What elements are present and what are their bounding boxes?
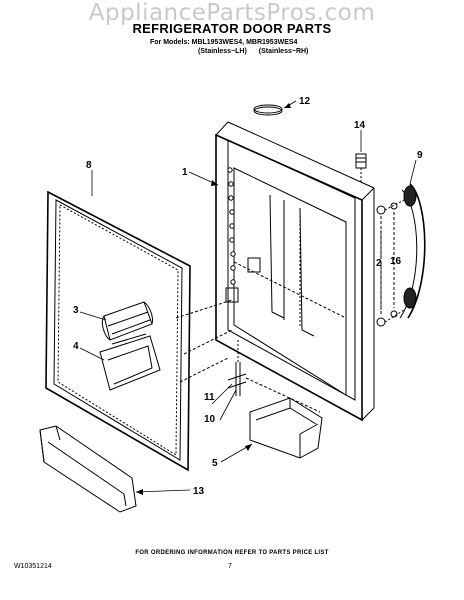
- door-bin: [249, 397, 323, 459]
- page-number: 7: [228, 563, 232, 570]
- gallon-door-bin: [39, 425, 137, 513]
- callout-10: 10: [204, 414, 216, 425]
- callout-4: 4: [73, 341, 79, 352]
- variant-labels: (Stainless~LH) (Stainless~RH): [150, 47, 350, 56]
- models-line: For Models: MBL1953WES4, MBR1953WES4: [150, 39, 298, 46]
- callout-3: 3: [73, 305, 79, 316]
- door-cap: [253, 104, 283, 116]
- callout-12: 12: [299, 96, 311, 107]
- callout-16: 16: [390, 256, 402, 267]
- ordering-note: FOR ORDERING INFORMATION REFER TO PARTS …: [135, 550, 329, 556]
- callout-1: 1: [182, 167, 188, 178]
- callout-8: 8: [86, 160, 92, 171]
- variant-rh: (Stainless~RH): [258, 48, 309, 55]
- callout-13: 13: [193, 486, 205, 497]
- document-id: W10351214: [14, 563, 52, 570]
- callout-2: 2: [376, 258, 382, 269]
- leader-arrowheads: [136, 103, 291, 495]
- screw-row: [227, 167, 236, 285]
- callout-14: 14: [354, 120, 366, 131]
- door-handle: [399, 183, 426, 319]
- watermark: AppliancePartsPros.com: [88, 0, 376, 26]
- model-info: For Models: MBL1953WES4, MBR1953WES4 (St…: [150, 38, 350, 56]
- door-liner: [175, 121, 375, 422]
- callout-9: 9: [417, 150, 423, 161]
- callout-labels: 12 14 9 1 8 16 2 3 4 11 10 5 13: [73, 96, 423, 497]
- variant-lh: (Stainless~LH): [198, 48, 247, 55]
- hinge-pin: [355, 153, 367, 182]
- dairy-door: [101, 301, 153, 341]
- callout-5: 5: [212, 458, 218, 469]
- door-gasket: [45, 190, 191, 472]
- callout-11: 11: [204, 392, 215, 403]
- page-title: REFRIGERATOR DOOR PARTS: [132, 21, 332, 36]
- dairy-bin: [99, 333, 161, 391]
